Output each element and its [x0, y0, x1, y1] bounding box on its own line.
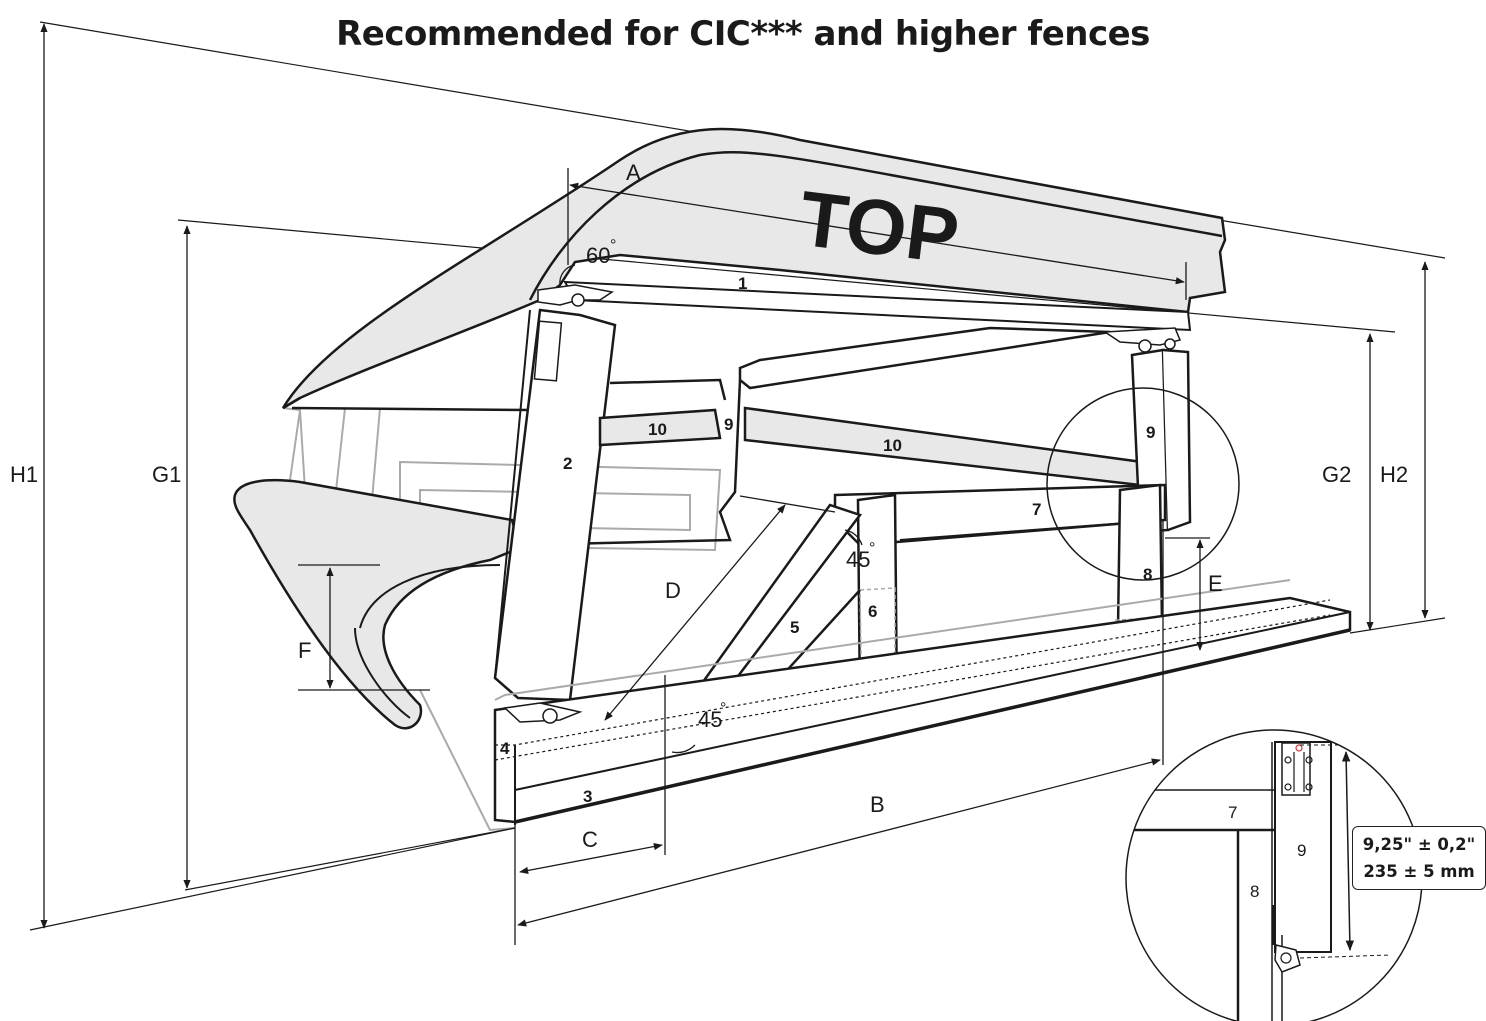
angle-45-upper: 45 ° — [846, 540, 875, 572]
angle-60-degree: ° — [610, 237, 616, 254]
part-9-right: 9 — [1146, 423, 1155, 442]
tolerance-spec-box: 9,25" ± 0,2" 235 ± 5 mm — [1352, 826, 1486, 890]
dimension-a — [567, 168, 1187, 300]
angle-45-lower: 45 ° — [698, 700, 726, 732]
label-f: F — [298, 638, 311, 663]
label-b: B — [870, 792, 885, 817]
part-5: 5 — [790, 618, 799, 637]
angle-45-lower-value: 45 — [698, 707, 722, 732]
label-a: A — [626, 160, 641, 185]
top-left-hinge — [537, 284, 614, 307]
label-d: D — [665, 578, 681, 603]
detail-label-7: 7 — [1228, 803, 1237, 822]
part-8: 8 — [1143, 565, 1152, 584]
post-8 — [1116, 483, 1164, 630]
label-g1: G1 — [152, 462, 181, 487]
dimension-e — [1165, 537, 1210, 651]
part-6: 6 — [868, 602, 877, 621]
spec-metric: 235 ± 5 mm — [1363, 862, 1475, 881]
part-3: 3 — [583, 787, 592, 806]
angle-45-lower-degree: ° — [720, 700, 726, 717]
diagram-title: Recommended for CIC*** and higher fences — [336, 14, 1150, 54]
angle-45-upper-degree: ° — [869, 540, 875, 557]
spec-imperial: 9,25" ± 0,2" — [1362, 835, 1476, 854]
detail-label-9: 9 — [1297, 841, 1306, 860]
part-9-center: 9 — [724, 415, 733, 434]
left-wing — [233, 479, 522, 730]
top-label: TOP — [795, 174, 963, 281]
rail-10-left — [598, 408, 722, 447]
part-2: 2 — [563, 454, 572, 473]
part-4: 4 — [500, 739, 510, 758]
rail-10-right — [743, 406, 1144, 487]
angle-45-upper-value: 45 — [846, 547, 870, 572]
label-h2: H2 — [1380, 462, 1408, 487]
bottom-left-hinge — [503, 702, 583, 724]
angle-arc-45-lower — [671, 744, 696, 754]
part-10-right: 10 — [883, 436, 902, 455]
hinge-plate-left — [533, 320, 563, 382]
part-10-left: 10 — [648, 420, 667, 439]
angle-60-value: 60 — [586, 243, 610, 268]
dimension-f — [298, 564, 430, 691]
angle-arc-45-upper — [844, 529, 863, 546]
top-right-hinge — [1102, 327, 1182, 353]
angle-60: 60 ° — [586, 237, 616, 268]
label-h1: H1 — [10, 462, 38, 487]
dimension-b — [514, 520, 1164, 945]
label-g2: G2 — [1322, 462, 1351, 487]
part-1: 1 — [738, 274, 747, 293]
part-7: 7 — [1032, 500, 1041, 519]
detail-label-8: 8 — [1250, 882, 1259, 901]
back-rail — [738, 326, 1111, 390]
angle-arc-60 — [559, 264, 576, 286]
detail-callout-circle — [1046, 387, 1240, 581]
dimension-d — [604, 495, 836, 721]
label-e: E — [1208, 571, 1223, 596]
label-c: C — [582, 827, 598, 852]
